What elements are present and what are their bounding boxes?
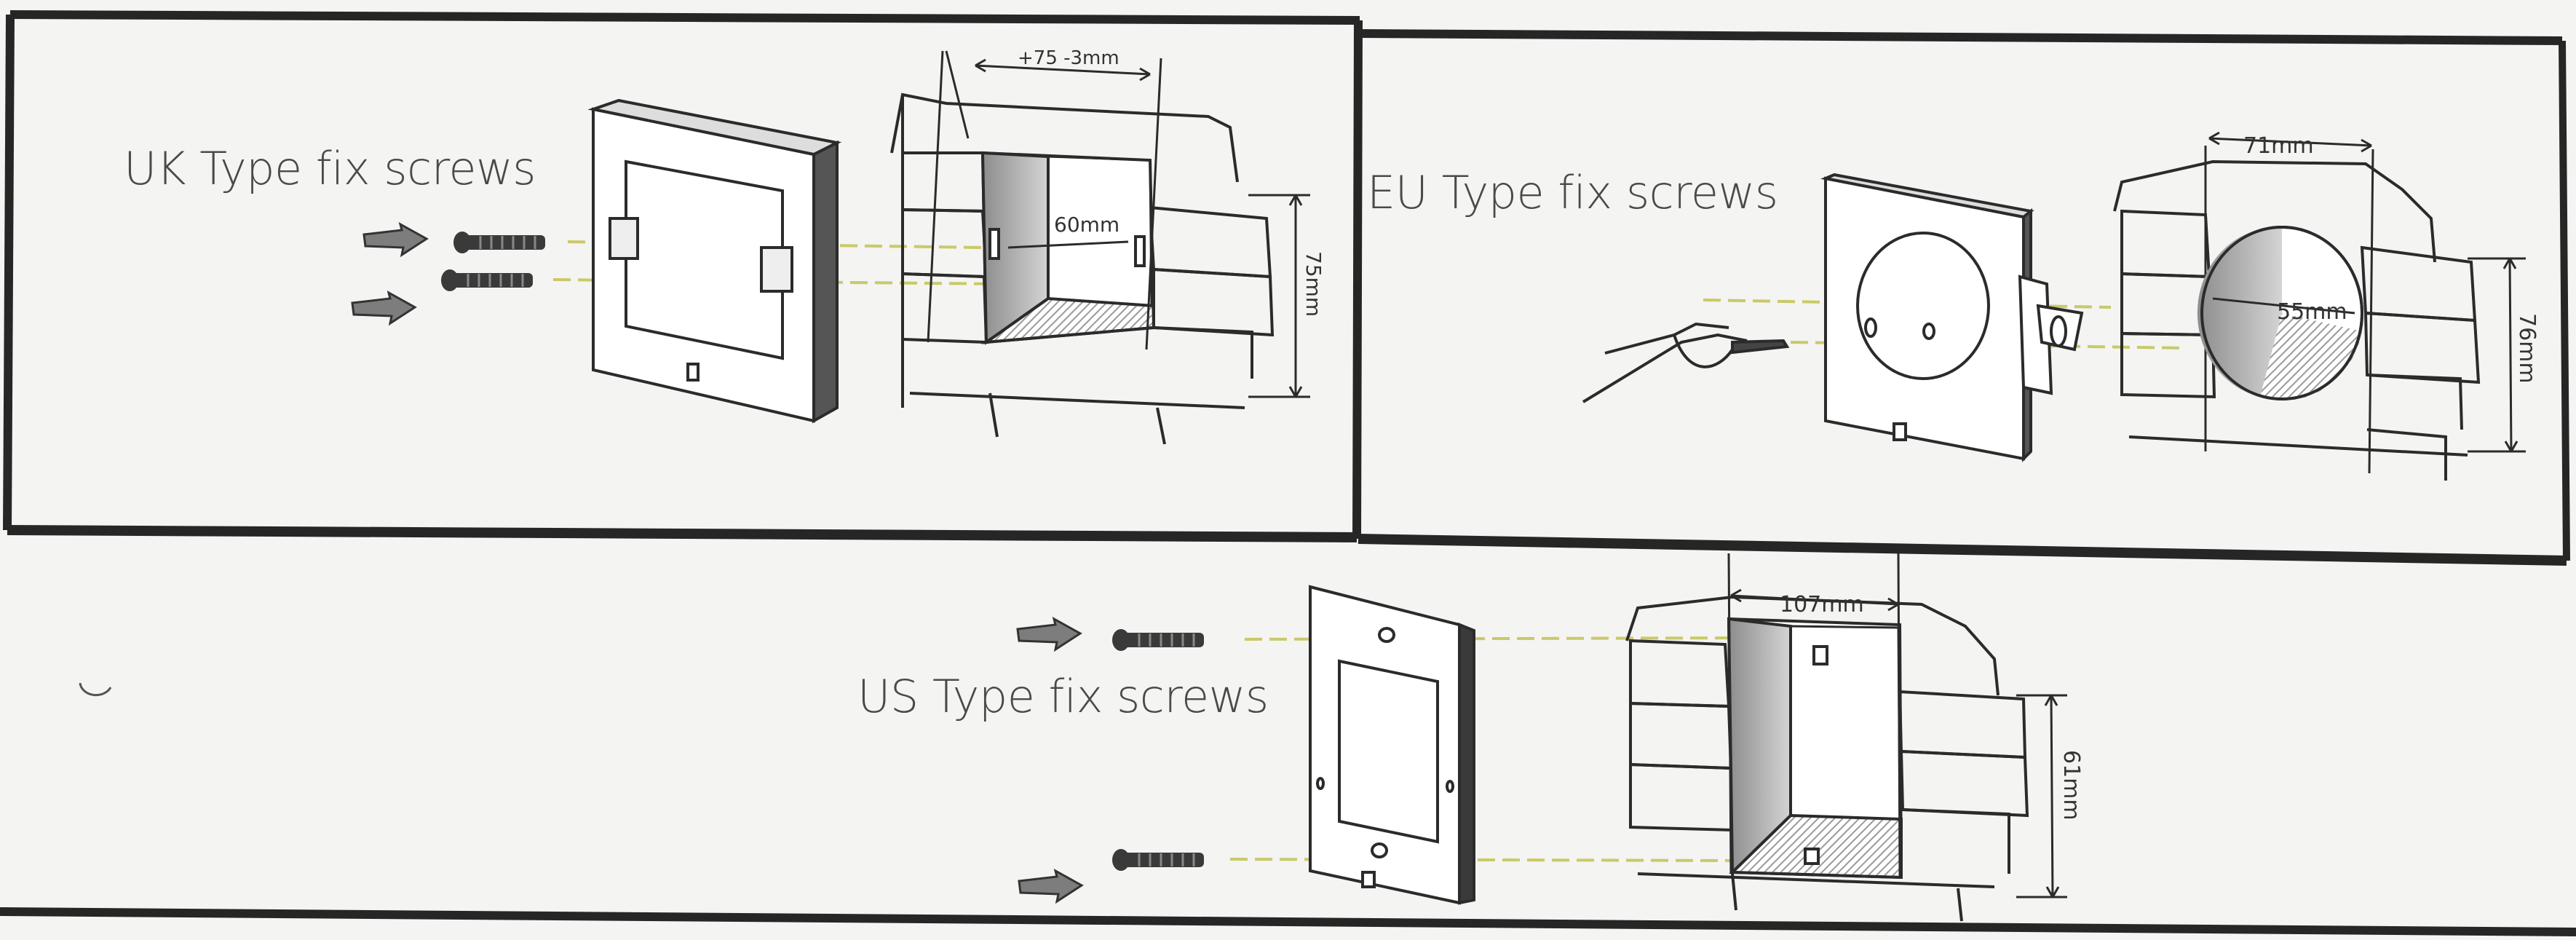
uk-type-title: UK Type fix screws xyxy=(124,142,536,195)
screwdriver-icon xyxy=(1582,322,1790,403)
arrow-icon xyxy=(362,223,428,256)
us-wall-plate xyxy=(1309,585,1475,905)
panel-frames xyxy=(0,10,2576,936)
eu-panel: 71mm 55mm 76mm xyxy=(1582,131,2540,481)
eu-width: 71mm xyxy=(2243,133,2314,159)
decorative-mark xyxy=(79,682,112,697)
eu-height: 76mm xyxy=(2514,313,2540,384)
us-height: 61mm xyxy=(2058,750,2084,821)
uk-wall-box xyxy=(890,50,1310,445)
screw-icon xyxy=(452,230,547,255)
us-wall-box xyxy=(1625,553,2067,922)
uk-panel: +75 -3mm 60mm 75mm xyxy=(351,47,1325,445)
uk-wall-plate xyxy=(587,98,842,424)
screw-icon xyxy=(1111,628,1205,652)
uk-inner-width: 60mm xyxy=(1054,213,1119,237)
eu-mechanism xyxy=(2018,275,2084,395)
eu-wall-box xyxy=(2113,131,2526,481)
us-width: 107mm xyxy=(1780,592,1864,617)
uk-height: 75mm xyxy=(1301,251,1325,317)
arrow-icon xyxy=(1016,617,1082,651)
eu-wall-plate xyxy=(1820,173,2034,462)
us-panel: 107mm 61mm xyxy=(79,553,2084,922)
eu-diameter: 55mm xyxy=(2277,299,2347,325)
screw-icon xyxy=(1111,848,1205,872)
screw-icon xyxy=(440,268,534,293)
eu-type-title: EU Type fix screws xyxy=(1367,166,1778,219)
us-type-title: US Type fix screws xyxy=(857,670,1269,723)
arrow-icon xyxy=(1018,869,1083,903)
arrow-icon xyxy=(351,291,416,325)
uk-width-tolerance: +75 -3mm xyxy=(1018,47,1119,69)
